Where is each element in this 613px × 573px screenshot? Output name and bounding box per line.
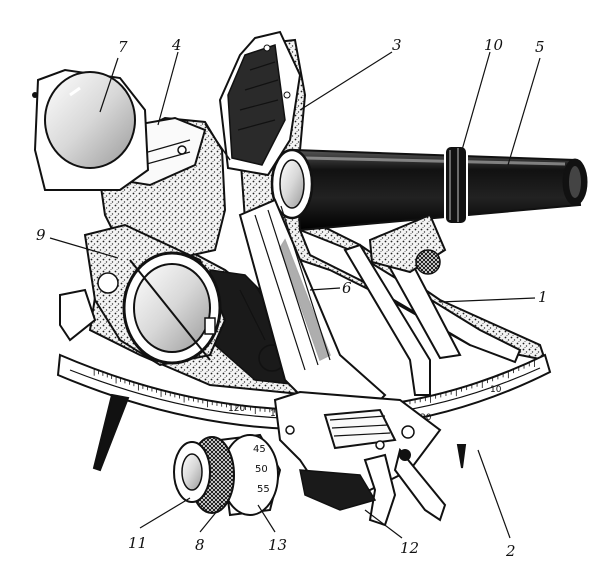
shade-glass-flip bbox=[32, 68, 150, 191]
callout-7: 8 bbox=[195, 536, 205, 554]
leader-6 bbox=[309, 287, 341, 291]
arc-label-30: 30 bbox=[420, 413, 432, 423]
arc-label-10: 10 bbox=[490, 385, 502, 395]
leader-12 bbox=[364, 509, 403, 539]
drum-label-50: 50 bbox=[255, 464, 268, 475]
leader-4 bbox=[157, 51, 179, 126]
leader-3 bbox=[299, 51, 393, 111]
callout-4: 4 bbox=[171, 36, 182, 54]
shade-glass-lens bbox=[59, 223, 227, 367]
callout-13: 13 bbox=[268, 536, 287, 554]
index-arm bbox=[238, 198, 387, 422]
callout-3: 3 bbox=[392, 36, 402, 54]
callout-12: 12 bbox=[400, 539, 419, 557]
leader-9 bbox=[49, 237, 119, 259]
callout-numbers: 7 4 3 10 5 9 6 1 11 8 13 12 2 bbox=[36, 36, 548, 560]
callout-2: 2 bbox=[505, 542, 516, 560]
callout-11: 11 bbox=[128, 534, 147, 552]
leader-1 bbox=[439, 297, 536, 303]
vernier-clamp bbox=[273, 390, 447, 527]
leader-2 bbox=[477, 449, 511, 539]
callout-5: 5 bbox=[535, 38, 545, 56]
telescope bbox=[270, 145, 588, 275]
callout-leaders bbox=[49, 51, 541, 539]
drum-label-45: 45 bbox=[253, 444, 266, 455]
callout-1: 1 bbox=[538, 288, 548, 306]
callout-9: 9 bbox=[36, 226, 46, 244]
callout-8: 7 bbox=[118, 38, 128, 56]
leader-13 bbox=[257, 504, 276, 533]
leader-11 bbox=[139, 497, 191, 529]
arc-label-120: 120 bbox=[228, 404, 245, 414]
callout-10: 10 bbox=[484, 36, 504, 54]
drum-label-55: 55 bbox=[257, 484, 270, 495]
leader-7 bbox=[199, 504, 223, 533]
leader-5 bbox=[507, 57, 541, 166]
frame-legs bbox=[92, 393, 467, 472]
leader-10 bbox=[461, 51, 491, 151]
micrometer-drum: 45 50 55 bbox=[173, 433, 282, 517]
callout-6: 6 bbox=[342, 279, 352, 297]
leader-8 bbox=[99, 57, 119, 113]
horizon-mirror bbox=[218, 30, 302, 177]
